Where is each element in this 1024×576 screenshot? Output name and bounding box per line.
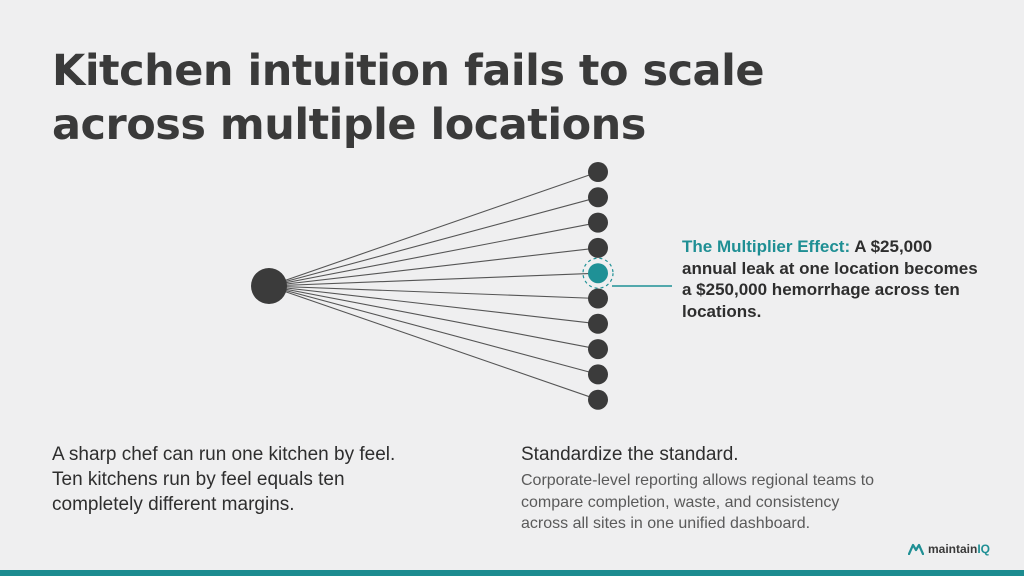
page-title: Kitchen intuition fails to scale across … [52,44,952,152]
diagram-edge [268,285,599,401]
page-title-line-2: across multiple locations [52,100,646,150]
brand-name-part-1: maintain [927,542,978,556]
location-node [588,288,608,309]
location-node [588,313,608,334]
location-node [588,389,608,410]
diagram-edge [268,285,599,350]
diagram-edge [268,222,599,287]
standardize-heading: Standardize the standard. [521,444,739,465]
reporting-line-2: compare completion, waste, and consisten… [521,493,840,511]
brand-name-part-2: IQ [977,542,990,556]
diagram-edge [268,285,599,300]
highlighted-location-node [588,263,608,284]
diagram-edge [268,247,599,287]
chef-text-line-1: A sharp chef can run one kitchen by feel… [52,444,396,465]
location-node [588,339,608,360]
diagram-edge [268,272,599,287]
location-node [588,162,608,182]
diagram-edge [268,196,599,287]
reporting-line-3: across all sites in one unified dashboar… [521,515,811,532]
highlight-ring [582,257,614,289]
maintainiq-logo-icon [907,543,924,555]
location-node [588,212,608,233]
location-node [588,237,608,258]
diagram-edges [268,171,599,401]
location-node [588,364,608,385]
diagram-edge [268,285,599,325]
source-kitchen-node [251,268,287,304]
bottom-accent-bar [0,570,1024,576]
callout-text: A $25,000 annual leak at one location be… [682,237,978,321]
brand-logo: maintainIQ [907,542,990,556]
chef-intuition-text: A sharp chef can run one kitchen by feel… [52,442,492,517]
reporting-line-1: Corporate-level reporting allows regiona… [521,472,875,489]
reporting-description: Corporate-level reporting allows regiona… [521,470,981,535]
chef-text-line-2: Ten kitchens run by feel equals ten [52,469,345,490]
location-nodes [582,162,614,410]
diagram-edge [268,171,599,287]
chef-text-line-3: completely different margins. [52,494,295,515]
location-node [588,187,608,208]
multiplier-callout: The Multiplier Effect: A $25,000 annual … [682,236,982,322]
page-title-line-1: Kitchen intuition fails to scale [52,46,764,96]
callout-label: The Multiplier Effect: [682,237,851,256]
diagram-edge [268,285,599,375]
